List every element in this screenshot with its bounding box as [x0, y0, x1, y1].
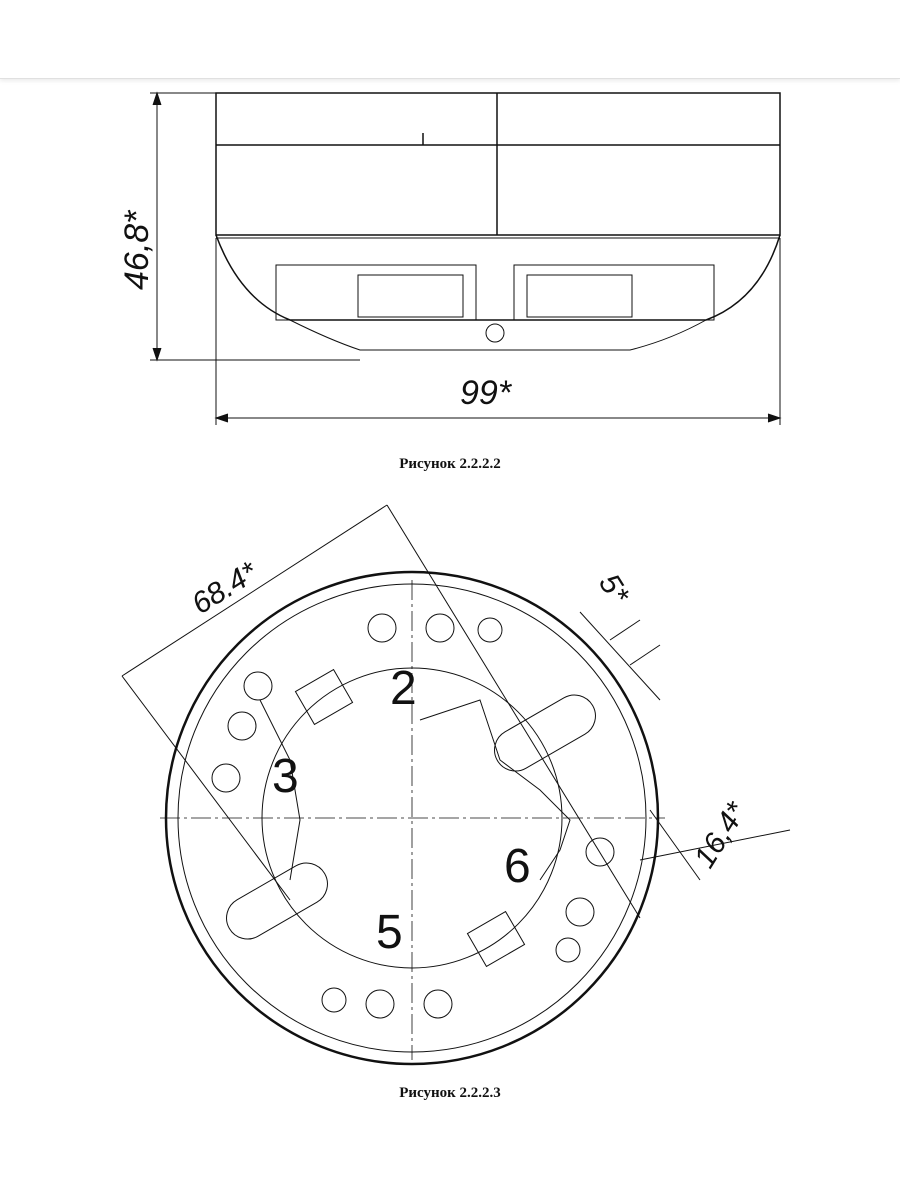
- diameter-dimension: [121, 504, 641, 919]
- figure-caption-2: Рисунок 2.2.2.3: [399, 1085, 501, 1101]
- width-dimension-label: 99*: [460, 374, 513, 412]
- diameter-dimension-label: 68.4*: [186, 555, 264, 621]
- width-dimension: [214, 238, 782, 425]
- slot-offset-dimension-label: 16,4*: [688, 796, 754, 874]
- height-dimension: [150, 91, 360, 362]
- slot-width-dimension-label: 5*: [592, 568, 636, 611]
- terminal-label-2: 2: [390, 662, 417, 715]
- terminal-label-6: 6: [504, 840, 531, 893]
- detector-side-view: [215, 92, 781, 351]
- terminal-label-3: 3: [272, 750, 299, 803]
- height-dimension-label: 46,8*: [118, 209, 156, 290]
- top-toolbar: [0, 0, 900, 79]
- detector-base-view: [160, 570, 665, 1066]
- terminal-label-5: 5: [376, 906, 403, 959]
- slot-dimension: [579, 611, 791, 881]
- figure-caption-1: Рисунок 2.2.2.2: [399, 456, 501, 472]
